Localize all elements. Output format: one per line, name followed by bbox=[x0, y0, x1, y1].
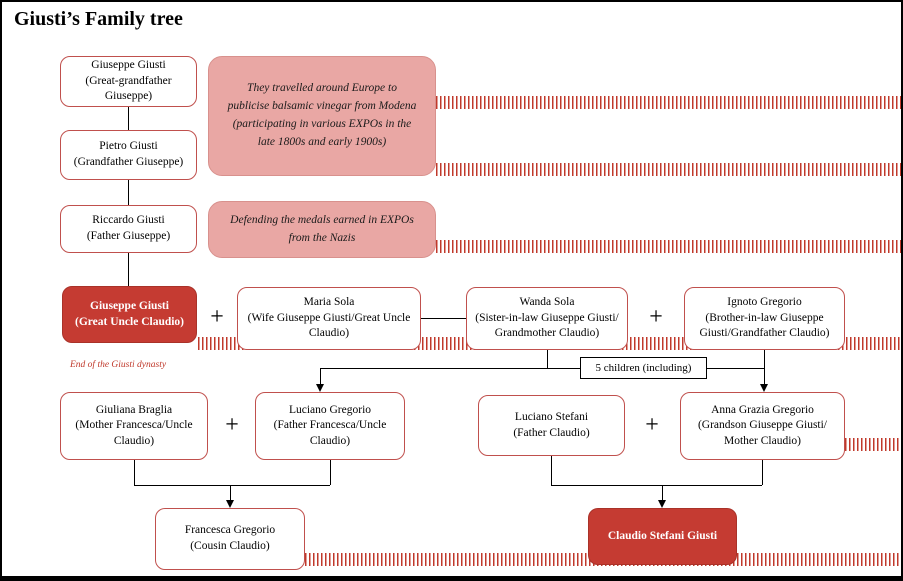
connector-line bbox=[547, 350, 548, 368]
person-name: Claudio Stefani Giusti bbox=[607, 529, 718, 542]
node-pietro-giusti: Pietro Giusti (Grandfather Giuseppe) bbox=[60, 130, 197, 180]
page-title: Giusti’s Family tree bbox=[14, 8, 183, 30]
person-name: Maria Sola bbox=[303, 296, 355, 309]
stripe-band bbox=[436, 96, 901, 109]
person-name: Wanda Sola bbox=[519, 296, 575, 309]
plus-sign: + bbox=[210, 304, 224, 330]
node-luciano-stefani: Luciano Stefani (Father Claudio) bbox=[478, 395, 625, 456]
stripe-band bbox=[436, 240, 901, 253]
person-name: Riccardo Giusti bbox=[92, 214, 165, 227]
note-medals-nazis: Defending the medals earned in EXPOs fro… bbox=[208, 201, 436, 258]
connector-line bbox=[320, 368, 321, 385]
node-giuseppe-great-uncle: Giuseppe Giusti (Great Uncle Claudio) bbox=[62, 286, 197, 343]
note-text: They travelled around Europe to publicis… bbox=[227, 82, 417, 148]
person-name: Anna Grazia Gregorio bbox=[711, 403, 814, 416]
five-children-label: 5 children (including) bbox=[580, 357, 707, 379]
connector-line bbox=[551, 456, 552, 485]
person-role: (Father Claudio) bbox=[513, 426, 590, 439]
arrowhead-down-icon bbox=[658, 500, 666, 508]
connector-line bbox=[330, 460, 331, 485]
person-name: Luciano Stefani bbox=[514, 410, 589, 423]
person-name: Giuseppe Giusti bbox=[90, 299, 169, 312]
person-role: (Brother-in-law Giuseppe Giusti/Grandfat… bbox=[699, 311, 830, 340]
connector-line bbox=[128, 107, 129, 130]
connector-line bbox=[320, 368, 764, 369]
node-claudio-stefani-giusti: Claudio Stefani Giusti bbox=[588, 508, 737, 565]
person-name: Giuseppe Giusti bbox=[91, 59, 166, 72]
connector-line bbox=[134, 485, 330, 486]
node-ignoto-gregorio: Ignoto Gregorio (Brother-in-law Giuseppe… bbox=[684, 287, 845, 350]
five-children-text: 5 children (including) bbox=[595, 362, 692, 374]
person-role: (Grandson Giuseppe Giusti/ Mother Claudi… bbox=[697, 419, 828, 447]
person-role: (Great-grandfather Giuseppe) bbox=[85, 74, 172, 103]
stripe-band bbox=[845, 438, 901, 451]
connector-line bbox=[662, 485, 663, 501]
person-name: Giuliana Braglia bbox=[95, 403, 173, 416]
person-role: (Mother Francesca/Uncle Claudio) bbox=[75, 419, 193, 447]
person-name: Ignoto Gregorio bbox=[727, 296, 802, 309]
connector-line bbox=[551, 485, 762, 486]
node-riccardo-giusti: Riccardo Giusti (Father Giuseppe) bbox=[60, 205, 197, 253]
connector-line bbox=[762, 460, 763, 485]
person-role: (Great Uncle Claudio) bbox=[74, 315, 185, 328]
note-text: Defending the medals earned in EXPOs fro… bbox=[230, 213, 414, 244]
node-anna-grazia-gregorio: Anna Grazia Gregorio (Grandson Giuseppe … bbox=[680, 392, 845, 460]
person-name: Luciano Gregorio bbox=[288, 403, 372, 416]
connector-line bbox=[764, 350, 765, 385]
person-role: (Wife Giuseppe Giusti/Great Uncle Claudi… bbox=[247, 311, 411, 340]
note-europe-expos: They travelled around Europe to publicis… bbox=[208, 56, 436, 176]
node-wanda-sola: Wanda Sola (Sister-in-law Giuseppe Giust… bbox=[466, 287, 628, 350]
person-role: (Cousin Claudio) bbox=[190, 540, 270, 552]
connector-line bbox=[134, 460, 135, 485]
person-role: (Father Francesca/Uncle Claudio) bbox=[273, 419, 387, 447]
plus-sign: + bbox=[645, 412, 659, 438]
connector-line bbox=[128, 253, 129, 286]
connector-line bbox=[128, 180, 129, 205]
plus-sign: + bbox=[225, 412, 239, 438]
arrowhead-down-icon bbox=[226, 500, 234, 508]
dynasty-end-note: End of the Giusti dynasty bbox=[70, 360, 167, 370]
node-maria-sola: Maria Sola (Wife Giuseppe Giusti/Great U… bbox=[237, 287, 421, 350]
person-name: Francesca Gregorio bbox=[184, 524, 276, 537]
node-francesca-gregorio: Francesca Gregorio (Cousin Claudio) bbox=[155, 508, 305, 570]
connector-line bbox=[230, 485, 231, 501]
person-role: (Father Giuseppe) bbox=[86, 230, 171, 242]
person-name: Pietro Giusti bbox=[99, 140, 158, 153]
plus-sign: + bbox=[649, 304, 663, 330]
stripe-band bbox=[436, 163, 901, 176]
person-role: (Sister-in-law Giuseppe Giusti/ Grandmot… bbox=[475, 311, 619, 340]
person-role: (Grandfather Giuseppe) bbox=[73, 156, 184, 168]
node-giuliana-braglia: Giuliana Braglia (Mother Francesca/Uncle… bbox=[60, 392, 208, 460]
connector-line bbox=[421, 318, 466, 319]
arrowhead-down-icon bbox=[316, 384, 324, 392]
arrowhead-down-icon bbox=[760, 384, 768, 392]
node-luciano-gregorio: Luciano Gregorio (Father Francesca/Uncle… bbox=[255, 392, 405, 460]
node-giuseppe-great-grandfather: Giuseppe Giusti (Great-grandfather Giuse… bbox=[60, 56, 197, 107]
